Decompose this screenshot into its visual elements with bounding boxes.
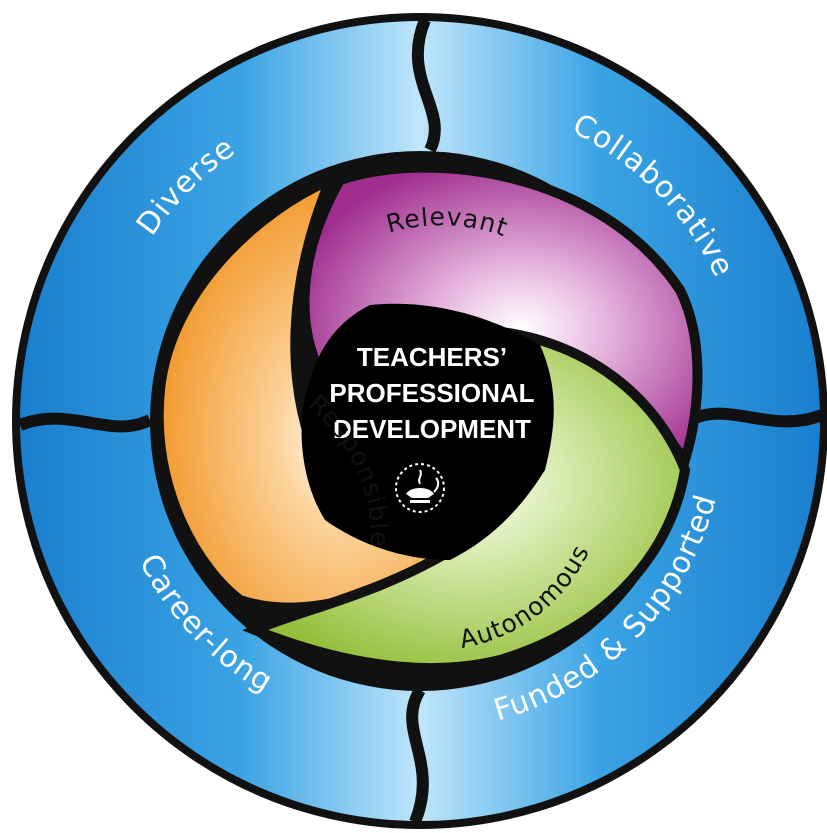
center-title-line-1: TEACHERS’ [357,342,507,372]
center-hub [301,303,554,560]
separator-right [687,407,825,428]
separator-left [17,412,153,433]
separator-top [411,17,441,153]
center-title-line-2: PROFESSIONAL [329,378,534,408]
separator-bottom [406,686,429,825]
center-title-line-3: DEVELOPMENT [333,414,531,444]
lamp-of-learning-icon [395,463,445,513]
